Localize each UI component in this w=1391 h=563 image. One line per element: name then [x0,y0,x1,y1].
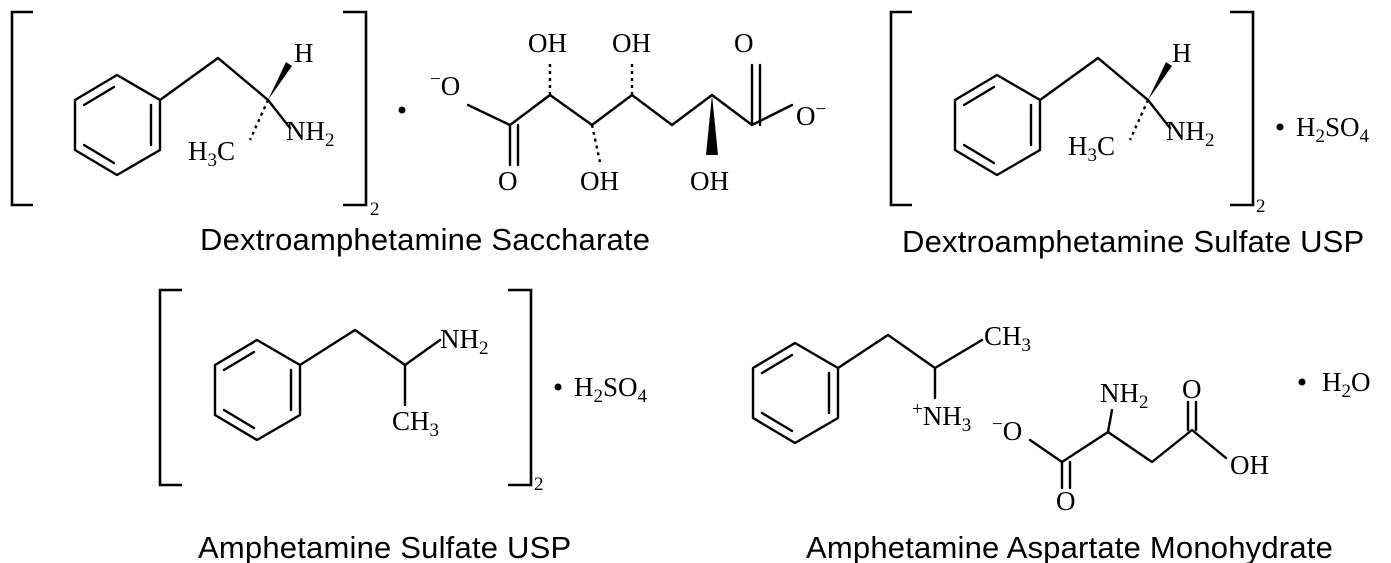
structure-dextroamphetamine-saccharate: 2 H H3C NH2 −O OH OH O O− O O [10,10,826,257]
side-chain [1038,56,1150,102]
atom-h: H [1172,38,1192,68]
atom-oh-3: OH [580,166,619,196]
aspartate-chain [1028,428,1228,464]
bracket-multiplier: 2 [370,199,380,220]
caption-dextroamphetamine-saccharate: Dextroamphetamine Saccharate [200,222,650,257]
atom-ch3: CH3 [984,321,1031,356]
hash-bond [1128,99,1150,141]
caption-dextroamphetamine-sulfate: Dextroamphetamine Sulfate USP [902,224,1364,259]
wedge-bond [1148,62,1172,100]
benzene-ring [953,73,1042,177]
atom-nh2: NH2 [286,116,335,151]
atom-o-top-right: O [734,28,754,58]
atom-h3c: H3C [1068,131,1115,166]
caption-amphetamine-aspartate-monohydrate: Amphetamine Aspartate Monohydrate [806,530,1333,563]
saccharate-chain [466,93,794,127]
atom-o-bottom-left: O [498,166,518,196]
structure-amphetamine-aspartate: CH3 +NH3 NH2 −O O OH O H2O Amphetamine A… [751,321,1371,563]
atom-o-right: O− [796,99,826,131]
left-bracket [10,10,33,207]
formula-h2so4: H2SO4 [1296,112,1370,147]
atom-o-left: −O [430,69,460,101]
atom-nh2: NH2 [1100,378,1149,413]
salt-dot [1298,378,1306,386]
atom-nh2: NH2 [1166,116,1215,151]
caption-amphetamine-sulfate: Amphetamine Sulfate USP [198,530,571,563]
side-chain [298,328,442,367]
salt-dot [398,106,406,114]
salt-dot [554,383,562,391]
right-bracket [508,288,533,487]
atom-oh: OH [1230,450,1269,480]
salt-dot [1276,123,1284,131]
left-bracket [889,10,912,207]
atom-h3c: H3C [188,136,235,171]
atom-oh-2: OH [612,28,651,58]
atom-o-bottom: O [1056,486,1076,516]
atom-h: H [294,38,314,68]
structure-dextroamphetamine-sulfate: 2 H H3C NH2 H2SO4 Dextroamphetamine Sulf… [889,10,1370,259]
formula-h2o: H2O [1322,367,1371,402]
atom-o-top: O [1182,374,1202,404]
hash-bond [248,99,270,141]
side-chain [158,56,270,102]
right-bracket [1230,10,1255,207]
benzene-ring [213,338,302,442]
bracket-multiplier: 2 [1256,196,1266,217]
atom-oh-1: OH [528,28,567,58]
structure-amphetamine-sulfate: 2 NH2 CH3 H2SO4 Amphetamine Sulfate USP [158,288,648,563]
benzene-ring [73,73,162,177]
benzene-ring [751,341,840,445]
bracket-multiplier: 2 [534,474,544,495]
atom-oh-4: OH [690,166,729,196]
atom-nh3: +NH3 [912,399,971,436]
atom-o-left: −O [992,414,1022,446]
side-chain [836,333,984,370]
atom-ch3: CH3 [392,406,439,441]
formula-h2so4: H2SO4 [574,372,648,407]
right-bracket [343,10,368,207]
left-bracket [158,288,182,487]
wedge-bond-oh [706,95,718,155]
wedge-bond [268,62,292,100]
atom-nh2: NH2 [440,324,489,359]
